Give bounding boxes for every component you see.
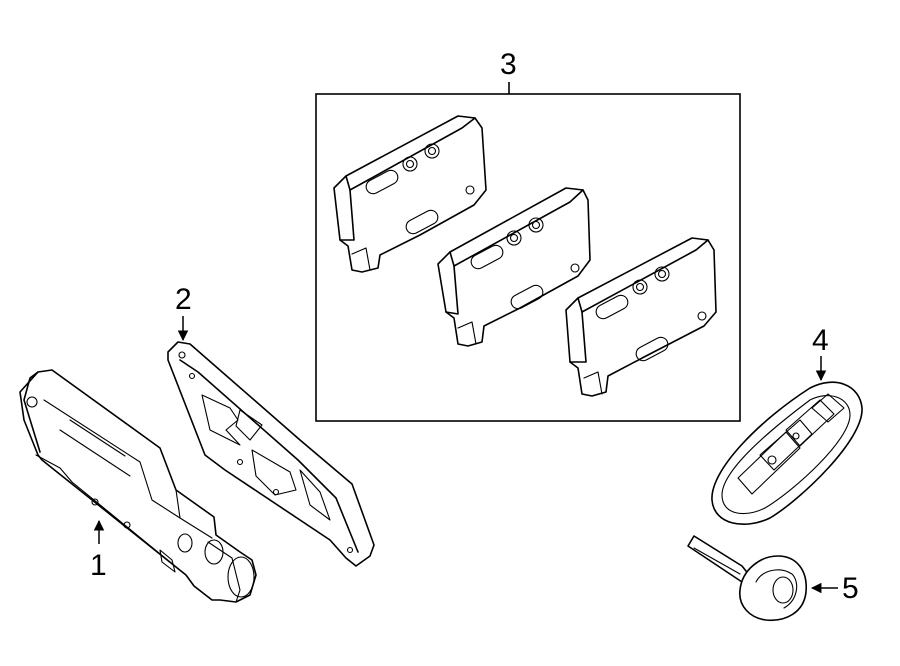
remote-key-fob-part bbox=[711, 381, 863, 525]
mounting-bracket-part bbox=[167, 341, 375, 567]
transponder-module-3 bbox=[565, 237, 717, 397]
control-module-part bbox=[19, 369, 257, 603]
callout-4: 4 bbox=[812, 324, 829, 357]
callout-1: 1 bbox=[90, 549, 107, 582]
module-group-box bbox=[315, 93, 741, 422]
callout-3: 3 bbox=[500, 48, 517, 81]
callout-5: 5 bbox=[842, 572, 859, 605]
transponder-module-1 bbox=[333, 115, 487, 273]
callout-2: 2 bbox=[175, 283, 192, 316]
mechanical-key-part bbox=[687, 535, 807, 621]
transponder-module-2 bbox=[437, 187, 591, 347]
